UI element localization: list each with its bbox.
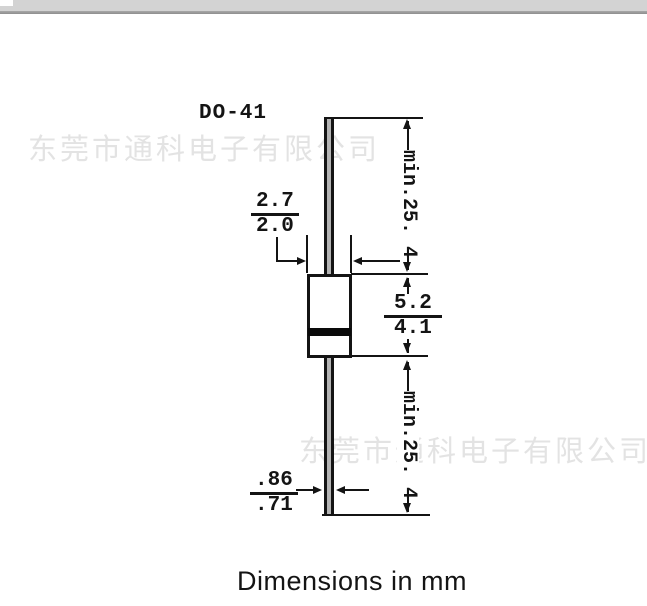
dim-body-length-max: 5.2 [384,293,442,318]
extension-line-lead-end [322,514,430,516]
dim-label-lead-bottom: min.25. 4 [397,391,420,500]
arrowhead-right-icon [297,257,306,265]
extension-line-body-bottom [351,355,428,357]
cathode-band [308,328,351,336]
watermark-text-upper: 东莞市通科电子有限公司 [28,134,381,166]
dim-body-diameter-fraction: 2.7 2.0 [251,191,299,238]
dim-body-diameter-min: 2.0 [256,215,294,238]
window-top-notch [0,0,13,6]
dim-body-length-fraction: 5.2 4.1 [384,293,442,340]
caption-dimensions-in-mm: Dimensions in mm [236,566,468,596]
dim-line-lead-diameter-left [296,489,313,491]
dim-lead-diameter-fraction: .86 .71 [250,470,298,517]
arrowhead-left-icon [353,257,362,265]
watermark-text-lower: 东莞市通科电子有限公司 [299,436,647,468]
diode-body [307,274,352,358]
window-top-edge [0,11,647,14]
arrowhead-right-icon [313,486,322,494]
arrowhead-up-icon [403,277,411,287]
extension-line-body-left [306,235,308,273]
dim-label-lead-top: min.25. 4 [397,150,420,259]
arrowhead-down-icon [403,262,411,272]
dim-body-diameter-max: 2.7 [251,191,299,216]
dim-lead-diameter-max: .86 [250,470,298,495]
diode-lead-top [324,118,334,276]
diode-lead-bottom [324,356,334,515]
arrowhead-up-icon [403,119,411,129]
arrowhead-left-icon [336,486,345,494]
arrowhead-down-icon [403,503,411,513]
dim-line-body-diameter-right [362,260,400,262]
dim-line-lead-diameter-right [345,489,369,491]
extension-line-lead-top [324,117,423,119]
package-name-label: DO-41 [199,102,268,125]
arrowhead-down-icon [403,343,411,353]
dim-line-body-diameter-left [276,260,298,262]
extension-line-body-top [351,273,428,275]
extension-line-body-right [350,235,352,273]
window-top-bar [0,0,647,11]
leader-line-vertical [276,237,278,262]
arrowhead-up-icon [403,360,411,370]
dim-lead-diameter-min: .71 [255,494,293,517]
dim-body-length-min: 4.1 [394,317,432,340]
